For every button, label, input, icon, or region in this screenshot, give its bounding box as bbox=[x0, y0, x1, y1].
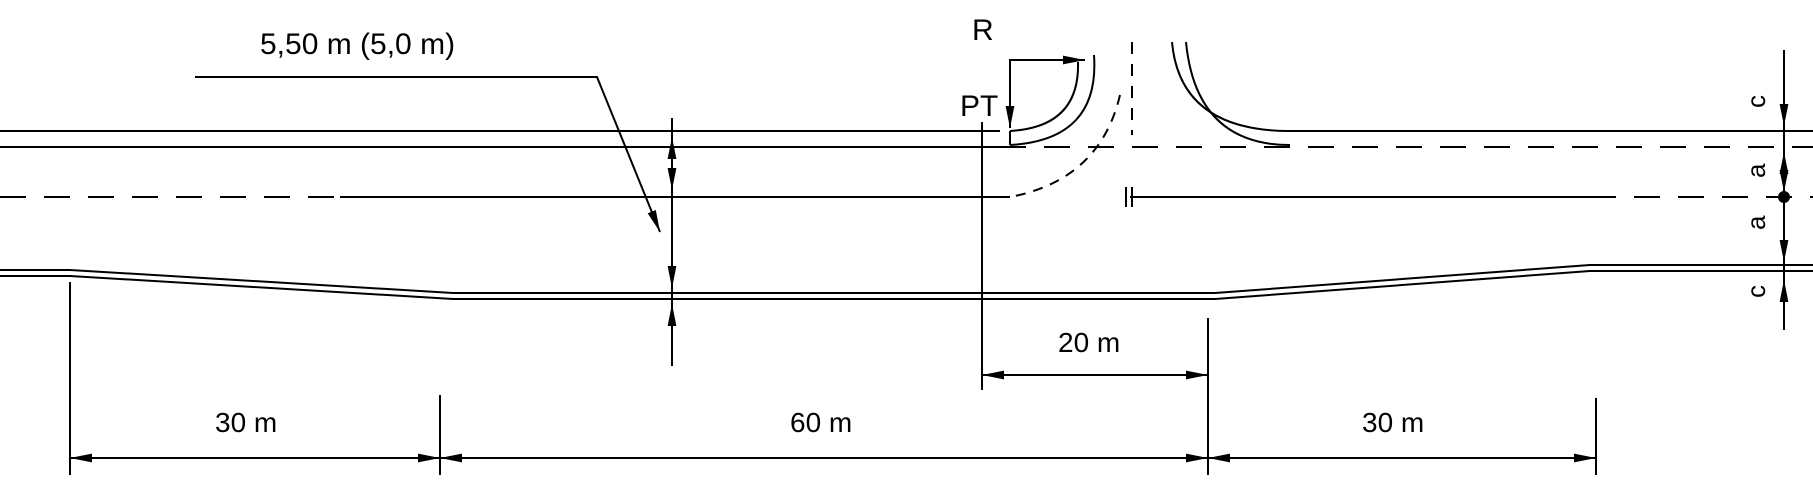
turning-path-dashed bbox=[1009, 94, 1121, 198]
side-road-right-curb-inner bbox=[1185, 41, 1291, 146]
dim-30m-left-label: 30 m bbox=[215, 407, 277, 438]
radius-line bbox=[1009, 55, 1085, 100]
side-label-c-bottom: c bbox=[1741, 285, 1771, 298]
radius-label: R bbox=[972, 14, 994, 47]
pt-label: PT bbox=[960, 90, 998, 123]
bottom-road-edge-outer bbox=[0, 264, 1813, 294]
side-label-a-bottom: a bbox=[1741, 215, 1771, 230]
dim-20m-label: 20 m bbox=[1058, 327, 1120, 358]
side-label-c-top: c bbox=[1741, 95, 1771, 108]
dim-60m-label: 60 m bbox=[790, 407, 852, 438]
median-width-label: 5,50 m (5,0 m) bbox=[260, 28, 455, 61]
side-road-right-curb-outer bbox=[1171, 41, 1291, 132]
side-road-left-curb-outer bbox=[1009, 54, 1096, 146]
bottom-road-edge-inner bbox=[0, 270, 1813, 300]
median-leader bbox=[195, 76, 661, 233]
side-road-left-curb-inner bbox=[1009, 61, 1080, 132]
side-label-a-top: a bbox=[1741, 163, 1771, 178]
side-dim-center-dot bbox=[1778, 191, 1790, 203]
dim-30m-right-label: 30 m bbox=[1362, 407, 1424, 438]
